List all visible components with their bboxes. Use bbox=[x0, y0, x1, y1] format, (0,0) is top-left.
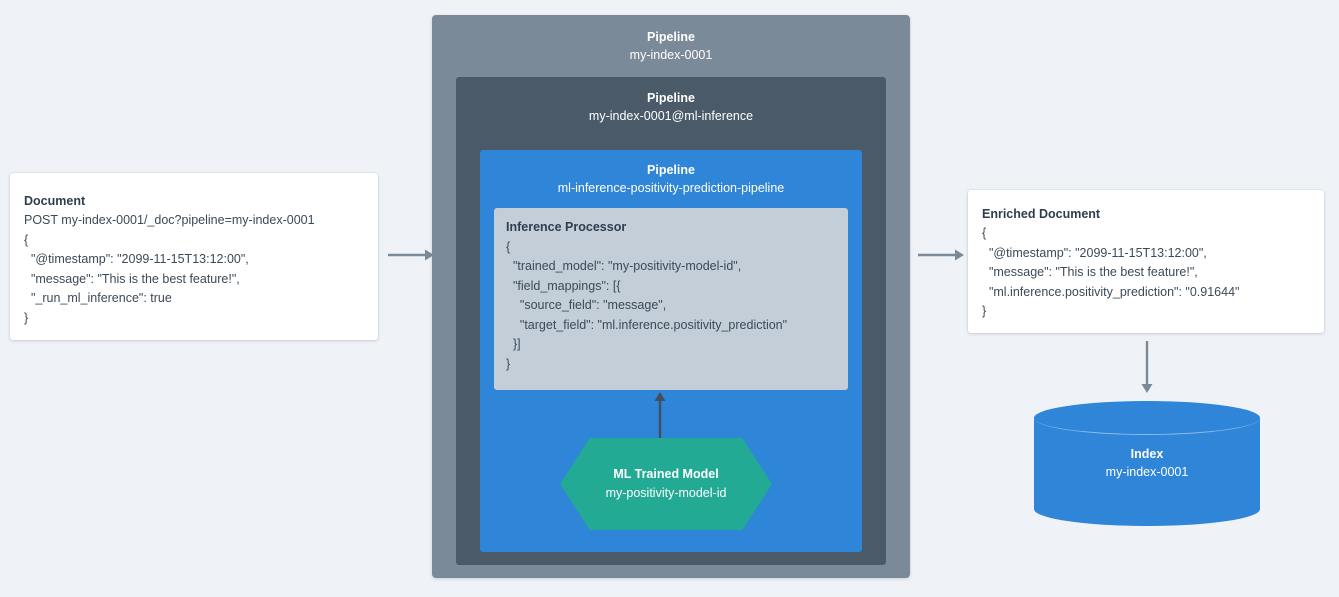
enriched-document-card: Enriched Document { "@timestamp": "2099-… bbox=[968, 190, 1324, 333]
ml-trained-model-label: ML Trained Model bbox=[613, 467, 719, 482]
enriched-document-line-2: "message": "This is the best feature!", bbox=[982, 265, 1198, 280]
processor-line-0: { bbox=[506, 239, 511, 254]
ml-trained-model-name: my-positivity-model-id bbox=[605, 485, 727, 500]
pipeline-mid-header: Pipeline my-index-0001@ml-inference bbox=[456, 77, 886, 125]
document-line-4: "_run_ml_inference": true bbox=[24, 291, 172, 306]
arrow-enriched-to-index bbox=[1141, 341, 1153, 393]
enriched-document-line-1: "@timestamp": "2099-11-15T13:12:00", bbox=[982, 245, 1207, 260]
processor-line-2: "field_mappings": [{ bbox=[506, 278, 621, 293]
pipeline-inner-name: ml-inference-positivity-prediction-pipel… bbox=[557, 180, 785, 195]
pipeline-inner-box: Pipeline ml-inference-positivity-predict… bbox=[480, 150, 862, 552]
pipeline-mid-name: my-index-0001@ml-inference bbox=[588, 108, 754, 123]
document-line-0: POST my-index-0001/_doc?pipeline=my-inde… bbox=[24, 213, 315, 228]
index-label: Index bbox=[1130, 446, 1164, 461]
index-label-group: Index my-index-0001 bbox=[1034, 401, 1260, 526]
cylinder-top bbox=[1034, 401, 1260, 435]
pipeline-inner-label: Pipeline bbox=[647, 163, 695, 177]
enriched-document-title: Enriched Document bbox=[982, 207, 1101, 221]
processor-line-6: } bbox=[506, 356, 511, 371]
inference-processor-box: Inference Processor { "trained_model": "… bbox=[494, 208, 848, 390]
processor-line-5: }] bbox=[506, 337, 521, 351]
index-name: my-index-0001 bbox=[1105, 465, 1189, 480]
processor-line-1: "trained_model": "my-positivity-model-id… bbox=[506, 259, 742, 273]
enriched-document-line-4: } bbox=[982, 304, 987, 319]
ml-trained-model-hexagon: ML Trained Model my-positivity-model-id bbox=[560, 438, 772, 530]
pipeline-inner-header: Pipeline ml-inference-positivity-predict… bbox=[480, 150, 862, 197]
pipeline-mid-label: Pipeline bbox=[647, 91, 695, 105]
pipeline-mid-box: Pipeline my-index-0001@ml-inference Pipe… bbox=[456, 77, 886, 565]
arrow-pipeline-to-enriched bbox=[918, 249, 964, 261]
enriched-document-line-3: "ml.inference.positivity_prediction": "0… bbox=[982, 284, 1240, 299]
processor-line-4: "target_field": "ml.inference.positivity… bbox=[506, 317, 788, 332]
pipeline-outer-box: Pipeline my-index-0001 Pipeline my-index… bbox=[432, 15, 910, 578]
arrow-model-to-processor bbox=[654, 392, 666, 438]
enriched-document-line-0: { bbox=[982, 226, 987, 241]
pipeline-outer-header: Pipeline my-index-0001 bbox=[432, 15, 910, 64]
document-line-2: "@timestamp": "2099-11-15T13:12:00", bbox=[24, 252, 249, 267]
document-title: Document bbox=[24, 194, 86, 208]
index-cylinder: Index my-index-0001 bbox=[1034, 401, 1260, 526]
pipeline-outer-label: Pipeline bbox=[647, 30, 695, 44]
processor-line-3: "source_field": "message", bbox=[506, 298, 667, 312]
document-line-5: } bbox=[24, 310, 29, 325]
arrow-document-to-pipeline bbox=[388, 249, 434, 261]
document-line-3: "message": "This is the best feature!", bbox=[24, 271, 240, 286]
processor-title: Inference Processor bbox=[506, 220, 627, 234]
document-line-1: { bbox=[24, 232, 29, 247]
pipeline-outer-name: my-index-0001 bbox=[629, 47, 713, 62]
document-card: Document POST my-index-0001/_doc?pipelin… bbox=[10, 173, 378, 340]
